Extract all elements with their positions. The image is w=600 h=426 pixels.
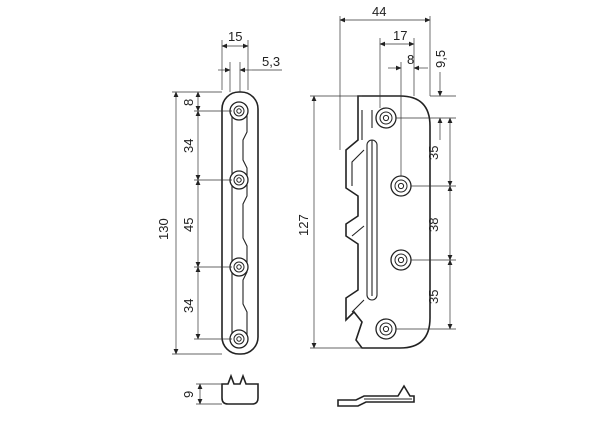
- right-dim-overall-height: 127: [296, 214, 311, 236]
- right-profile-outline: [337, 384, 415, 407]
- left-plate-view: 15 5,3 130 8 34 45 34: [156, 29, 282, 355]
- right-dim-seg-1: 35: [426, 146, 441, 160]
- right-hole-2: [390, 175, 412, 197]
- right-plate-view: 44 17 8 9,5 127 35 38 35: [296, 4, 456, 349]
- right-dim-width-2: 17: [393, 28, 407, 43]
- right-dim-seg-2: 38: [426, 218, 441, 232]
- left-dim-overall-height: 130: [156, 218, 171, 240]
- right-plate-tabs: [351, 110, 373, 313]
- right-hole-1: [375, 107, 397, 129]
- left-hole-4: [229, 329, 249, 349]
- right-dim-offset: 9,5: [433, 50, 448, 68]
- right-profile-view: [337, 384, 415, 407]
- left-dim-seg-2: 45: [181, 218, 196, 232]
- left-hole-2: [229, 170, 249, 190]
- left-hole-1: [229, 101, 249, 121]
- left-profile-view: 9: [181, 373, 259, 405]
- left-dim-seg-3: 34: [181, 299, 196, 313]
- left-plate-outline: [221, 91, 259, 355]
- right-dim-seg-3: 35: [426, 290, 441, 304]
- left-dim-top-width: 15: [228, 29, 242, 44]
- left-plate-inner-edge: [231, 110, 248, 338]
- left-profile-outline: [221, 373, 259, 405]
- left-hole-3: [229, 257, 249, 277]
- left-dim-seg-1: 34: [181, 139, 196, 153]
- left-dim-offset: 5,3: [262, 54, 280, 69]
- right-dim-width-3: 8: [407, 52, 414, 67]
- right-plate-slot: [366, 139, 378, 301]
- right-plate-outline: [345, 95, 431, 349]
- right-hole-3: [390, 249, 412, 271]
- right-hole-4: [375, 318, 397, 340]
- right-dim-overall-width: 44: [372, 4, 386, 19]
- left-dim-thickness: 9: [181, 391, 196, 398]
- left-dim-seg-top: 8: [181, 99, 196, 106]
